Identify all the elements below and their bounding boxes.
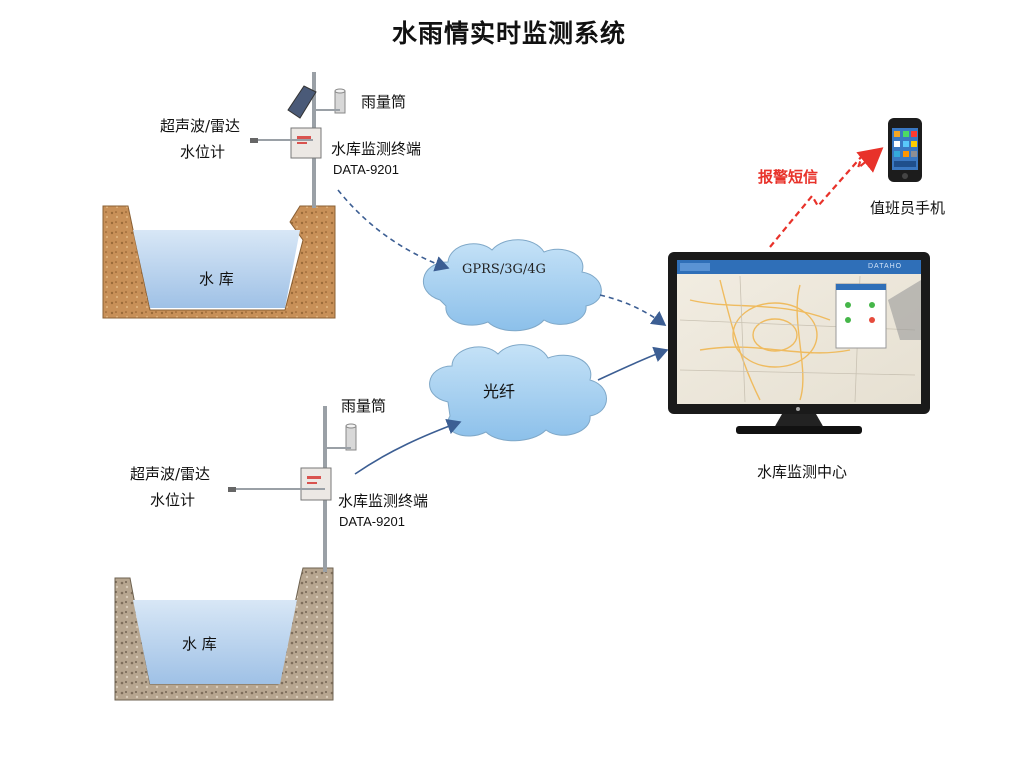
terminal-box-2: [300, 467, 332, 501]
phone: [888, 118, 922, 182]
cloud-wireless: [423, 239, 602, 332]
terminal-model-2: DATA-9201: [339, 514, 405, 529]
terminal-box-1: [290, 127, 322, 159]
sms-alert-label: 报警短信: [758, 168, 819, 186]
reservoir-2: [114, 567, 334, 701]
page-title: 水雨情实时监测系统: [391, 19, 626, 48]
terminal-model-1: DATA-9201: [333, 162, 399, 177]
terminal-label-2: 水库监测终端: [338, 492, 429, 510]
screen-brand: DATAHO: [868, 263, 903, 270]
level-meter-label-2a: 超声波/雷达: [130, 465, 211, 483]
link-wireless-to-center: [599, 294, 667, 326]
level-meter-label-1b: 水位计: [180, 143, 226, 161]
reservoir-label-1: 水 库: [199, 270, 234, 288]
station-2: [114, 406, 357, 701]
station-1: [102, 72, 346, 319]
solar-panel-1: [287, 85, 317, 119]
link-station1-to-wireless: [337, 189, 450, 272]
rain-gauge-1: [316, 88, 346, 114]
cloud-fiber: [429, 344, 607, 442]
wireless-network-label: GPRS/3G/4G: [462, 262, 546, 277]
link-station2-to-fiber: [354, 418, 462, 475]
reservoir-1: [102, 205, 336, 319]
phone-label: 值班员手机: [870, 199, 946, 217]
sms-alert-arrow: [769, 147, 884, 248]
rain-gauge-2: [327, 423, 357, 451]
reservoir-label-2: 水 库: [182, 635, 217, 653]
terminal-label-1: 水库监测终端: [331, 140, 422, 158]
rain-gauge-label-1: 雨量筒: [361, 93, 407, 111]
link-fiber-to-center: [597, 346, 669, 381]
rain-gauge-label-2: 雨量筒: [341, 397, 387, 415]
fiber-network-label: 光纤: [483, 382, 516, 401]
level-meter-label-1a: 超声波/雷达: [160, 117, 241, 135]
level-meter-label-2b: 水位计: [150, 491, 196, 509]
center-label: 水库监测中心: [757, 463, 848, 481]
monitor: [668, 252, 930, 434]
